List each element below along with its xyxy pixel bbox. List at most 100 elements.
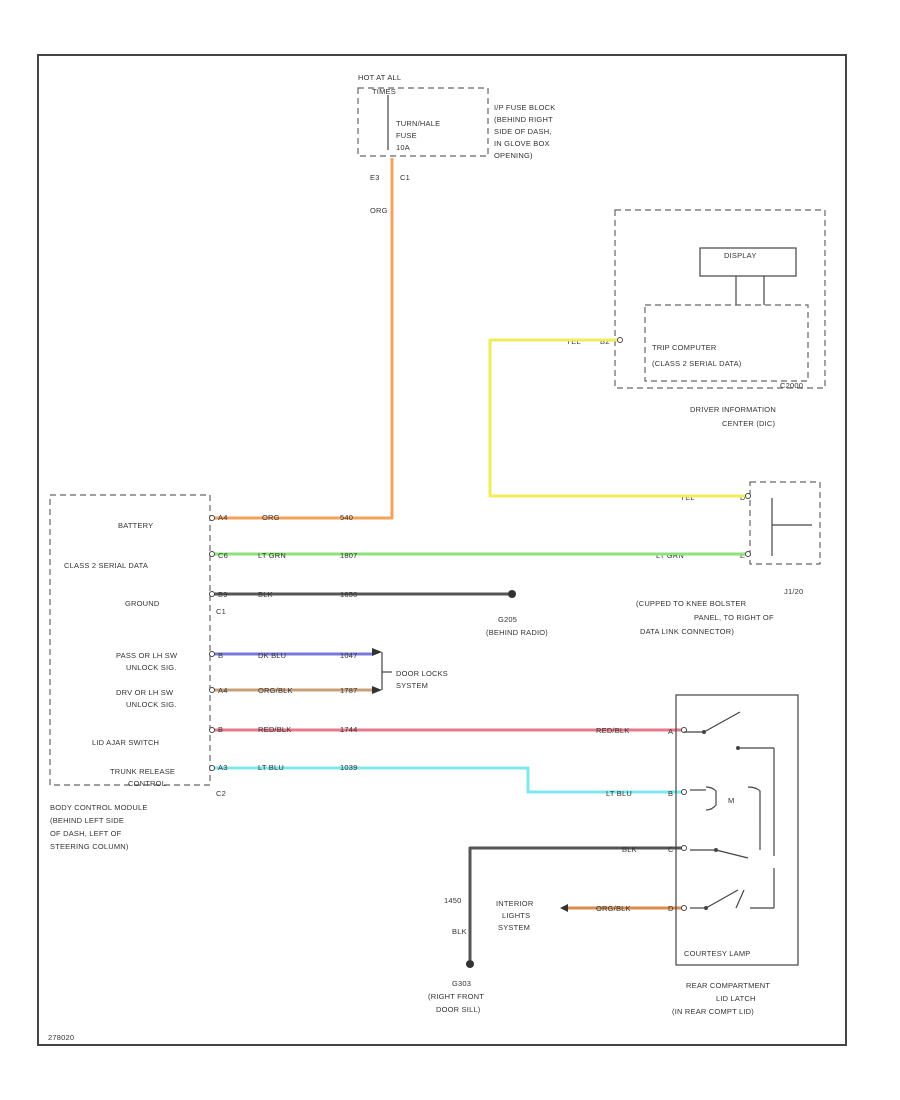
- pin-terminal-4: [209, 687, 215, 693]
- latch-wire-org-blk: ORG/BLK: [596, 904, 631, 913]
- dic-caption-1: DRIVER INFORMATION: [690, 405, 776, 414]
- figure-id: 278020: [48, 1033, 74, 1042]
- wire-color-serial: LT GRN: [258, 551, 286, 560]
- wire-color-battery: ORG: [262, 513, 280, 522]
- dic-display-label: DISPLAY: [724, 251, 757, 260]
- courtesy-lamp-label: COURTESY LAMP: [684, 949, 751, 958]
- pin-terminal-12: [681, 905, 687, 911]
- bcm-pin-label-drv2: UNLOCK SIG.: [126, 700, 177, 709]
- dic-trip-computer2: (CLASS 2 SERIAL DATA): [652, 359, 742, 368]
- body-control-module: BATTERY CLASS 2 SERIAL DATA GROUND PASS …: [49, 494, 226, 851]
- latch-wire-blk: BLK: [622, 845, 637, 854]
- wire-pin-ground: B9: [218, 590, 228, 599]
- wire-color-pass: DK BLU: [258, 651, 286, 660]
- wire-color-ground: BLK: [258, 590, 273, 599]
- interior-lights-3: SYSTEM: [498, 923, 530, 932]
- wire-yellow-dic: [488, 338, 748, 498]
- data-link-splice: YEL LT GRN D E J1/20 (CUPPED TO KNEE BOL…: [636, 481, 821, 636]
- wire-color-lid: RED/BLK: [258, 725, 292, 734]
- pin-terminal-13: [617, 337, 623, 343]
- interior-lights-system: INTERIOR LIGHTS SYSTEM: [496, 899, 568, 932]
- fuse-name: TURN/HALE: [396, 119, 440, 128]
- wire-circuit-lid: 1744: [340, 725, 358, 734]
- fuse-location-3: SIDE OF DASH,: [494, 127, 552, 136]
- fuse-hot-label: HOT AT ALL: [358, 73, 401, 82]
- diagram-frame: [37, 54, 847, 1046]
- wire-circuit-battery: 540: [340, 513, 353, 522]
- pin-terminal-11: [681, 845, 687, 851]
- wire-group: [209, 158, 751, 960]
- bcm-pin-label-trunk: TRUNK RELEASE: [110, 767, 175, 776]
- bcm-pin-label-drv: DRV OR LH SW: [116, 688, 174, 697]
- pin-terminal-1: [209, 551, 215, 557]
- wire-color-trunk: LT BLU: [258, 763, 284, 772]
- ground-g303-terminal: [466, 960, 474, 968]
- bcm-connector-c1: C1: [216, 607, 226, 616]
- pin-terminal-2: [209, 591, 215, 597]
- fuse-location-4: IN GLOVE BOX: [494, 139, 550, 148]
- wire-orange-battery: [212, 158, 394, 520]
- latch-caption-3: (IN REAR COMPT LID): [672, 1007, 754, 1016]
- interior-lights-2: LIGHTS: [502, 911, 530, 920]
- pin-terminal-0: [209, 515, 215, 521]
- wire-color-drv: ORG/BLK: [258, 686, 293, 695]
- dic-trip-computer: TRIP COMPUTER: [652, 343, 717, 352]
- g303-caption-3: DOOR SILL): [436, 1005, 481, 1014]
- bcm-pin-label-trunk2: CONTROL: [128, 779, 166, 788]
- door-locks-label-2: SYSTEM: [396, 681, 428, 690]
- ground-g303: 1450 BLK G303 (RIGHT FRONT DOOR SILL): [428, 896, 484, 1014]
- dlc-caption-3: PANEL, TO RIGHT OF: [694, 613, 774, 622]
- wire-pin-lid: B: [218, 725, 223, 734]
- latch-pin-a: A: [668, 727, 673, 736]
- fuse-connector: E3: [370, 173, 380, 182]
- pin-terminal-8: [745, 551, 751, 557]
- bcm-pin-label-serial: CLASS 2 SERIAL DATA: [64, 561, 148, 570]
- fuse-pin: C1: [400, 173, 410, 182]
- g303-caption-2: (RIGHT FRONT: [428, 992, 484, 1001]
- wire-cyan-trunk: [212, 766, 684, 794]
- latch-caption-2: LID LATCH: [716, 994, 756, 1003]
- latch-wire-lt-blu: LT BLU: [606, 789, 632, 798]
- door-locks-system: DOOR LOCKS SYSTEM: [372, 648, 448, 694]
- latch-pin-b: B: [668, 789, 673, 798]
- courtesy-lamp-motor: M: [728, 796, 734, 805]
- bcm-caption-1: BODY CONTROL MODULE: [50, 803, 148, 812]
- door-locks-label-1: DOOR LOCKS: [396, 669, 448, 678]
- bcm-caption-4: STEERING COLUMN): [50, 842, 129, 851]
- ground-g205-terminal: [508, 590, 516, 598]
- pin-terminal-10: [681, 789, 687, 795]
- bcm-caption-2: (BEHIND LEFT SIDE: [50, 816, 124, 825]
- wire-black-g303: [468, 846, 684, 960]
- wire-circuit-pass: 1047: [340, 651, 358, 660]
- wire-circuit-drv: 1787: [340, 686, 358, 695]
- dic-connector: C2000: [780, 381, 803, 390]
- wire-circuit-trunk: 1039: [340, 763, 358, 772]
- ground-g205: G205 (BEHIND RADIO): [486, 590, 548, 637]
- pin-terminal-5: [209, 727, 215, 733]
- wire-circuit-serial: 1807: [340, 551, 358, 560]
- interior-lights-1: INTERIOR: [496, 899, 534, 908]
- latch-pin-d: D: [668, 904, 674, 913]
- dlc-caption-1: J1/20: [784, 587, 803, 596]
- dlc-caption-4: DATA LINK CONNECTOR): [640, 627, 734, 636]
- latch-caption-1: REAR COMPARTMENT: [686, 981, 770, 990]
- driver-information-center: DISPLAY TRIP COMPUTER (CLASS 2 SERIAL DA…: [566, 209, 826, 428]
- bcm-pin-label-battery: BATTERY: [118, 521, 153, 530]
- g303-caption-1: G303: [452, 979, 471, 988]
- fuse-location-1: I/P FUSE BLOCK: [494, 103, 555, 112]
- bcm-pin-label-pass2: UNLOCK SIG.: [126, 663, 177, 672]
- wire-pin-trunk: A3: [218, 763, 228, 772]
- wire-circuit-ground: 1650: [340, 590, 358, 599]
- g303-wire-size: 1450: [444, 896, 462, 905]
- pin-terminal-6: [209, 765, 215, 771]
- latch-pin-c: C: [668, 845, 674, 854]
- g303-wire: BLK: [452, 927, 467, 936]
- fuse-wire-color: ORG: [370, 206, 388, 215]
- dic-caption-2: CENTER (DIC): [722, 419, 776, 428]
- bcm-connector-c2: C2: [216, 789, 226, 798]
- bcm-pin-label-pass: PASS OR LH SW: [116, 651, 178, 660]
- pin-terminal-7: [745, 493, 751, 499]
- bcm-pin-label-lid: LID AJAR SWITCH: [92, 738, 159, 747]
- ground-g205-id: G205: [498, 615, 517, 624]
